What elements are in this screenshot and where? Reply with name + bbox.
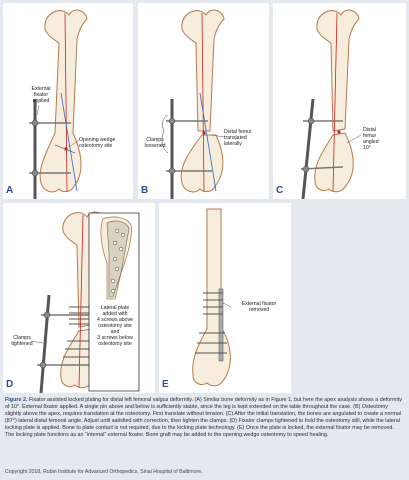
annotation-lateral-plate: Lateral plate added with 4 screws above … xyxy=(96,305,134,347)
panel-e: External fixator removed E xyxy=(159,203,291,393)
panel-a-label: A xyxy=(6,185,14,196)
panel-b-label: B xyxy=(141,185,149,196)
panel-e-illustration xyxy=(192,208,232,387)
panel-c-illustration xyxy=(300,9,362,199)
panel-b: Clamps loosened Distal femur translated … xyxy=(138,3,269,199)
figure-caption: Figure 2. Fixator assisted locked platin… xyxy=(5,397,404,438)
panel-d-illustration xyxy=(30,211,140,393)
annotation-wedge-site: Opening wedge osteotomy site xyxy=(79,137,116,149)
panel-d-label: D xyxy=(6,379,14,390)
caption-figure-label: Figure 2. xyxy=(5,397,28,403)
annotation-distal-translated: Distal femur translated laterally xyxy=(224,129,252,147)
caption-text: Fixator assisted locked plating for dist… xyxy=(5,397,402,438)
copyright-notice: Copyright 2018, Rubin Institute for Adva… xyxy=(5,469,203,475)
annotation-clamps-tightened: Clamps tightened xyxy=(11,335,33,347)
panel-c-label: C xyxy=(276,185,284,196)
panel-a-illustration xyxy=(29,9,88,199)
panel-a: External fixator applied Opening wedge o… xyxy=(3,3,133,199)
panel-b-illustration xyxy=(161,9,225,199)
annotation-clamps-loosened: Clamps loosened xyxy=(144,137,166,149)
panel-d: Lateral plate added with 4 screws above … xyxy=(3,203,155,393)
annotation-distal-angled: Distal femur angled 10° xyxy=(363,127,379,151)
annotation-fixator-removed: External fixator removed xyxy=(241,301,277,313)
panel-c: Distal femur angled 10° C xyxy=(273,3,406,199)
annotation-external-fixator: External fixator applied xyxy=(31,86,51,104)
panel-e-label: E xyxy=(162,379,169,390)
